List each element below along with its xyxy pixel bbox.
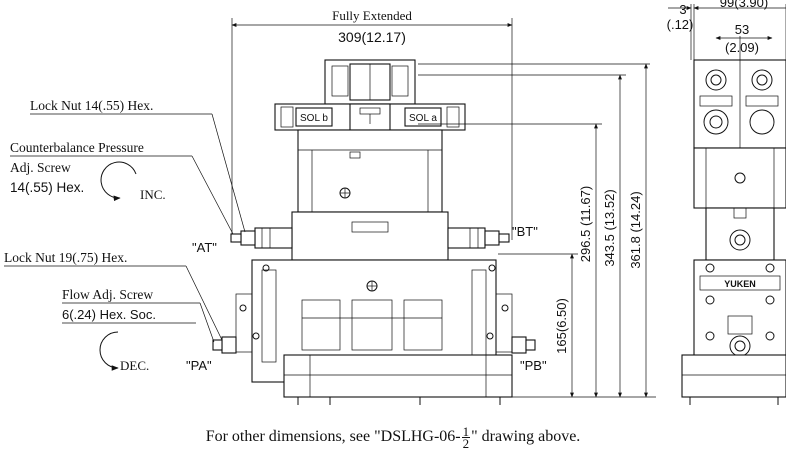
inc-label: INC. xyxy=(140,187,166,202)
dim-3-in-label: (.12) xyxy=(667,17,694,32)
sub-plate xyxy=(283,354,513,398)
port-pa-label: "PA" xyxy=(186,358,212,373)
dim-343-label: 343.5 (13.52) xyxy=(602,189,617,266)
dim-361-label: 361.8 (14.24) xyxy=(628,191,643,268)
caption-text-before: For other dimensions, see "DSLHG-06- xyxy=(205,428,461,446)
flow-adj-label-2: 6(.24) Hex. Soc. xyxy=(62,307,156,322)
sol-b-label: SOL b xyxy=(300,113,328,124)
sol-a-label: SOL a xyxy=(409,113,437,124)
inc-rotation-arrow-icon xyxy=(100,161,137,202)
dim-3-label: 3 xyxy=(679,2,686,17)
flow-adj-label-1: Flow Adj. Screw xyxy=(62,287,153,302)
port-at-label: "AT" xyxy=(192,240,217,255)
dim-99-label: 99(3.90) xyxy=(720,0,768,10)
counterbalance-label-1: Counterbalance Pressure xyxy=(10,140,144,155)
lock-nut-top-label: Lock Nut 14(.55) Hex. xyxy=(30,98,153,113)
counterbalance-block xyxy=(291,211,449,261)
caption-text-after: " drawing above. xyxy=(471,428,581,446)
dec-rotation-arrow-icon xyxy=(99,331,119,371)
dim-296-label: 296.5 (11.67) xyxy=(578,186,593,262)
port-bt-label: "BT" xyxy=(512,224,538,239)
front-view: Fully Extended 309(12.17) SOL b SOL a xyxy=(4,8,656,405)
dim-53-in-label: (2.09) xyxy=(725,40,759,55)
lock-nut-bottom-label: Lock Nut 19(.75) Hex. xyxy=(4,250,127,265)
counterbalance-label-3: 14(.55) Hex. xyxy=(10,180,84,195)
dim-165-label: 165(6.50) xyxy=(554,298,569,354)
counterbalance-label-2: Adj. Screw xyxy=(10,160,71,175)
port-pb-label: "PB" xyxy=(520,358,547,373)
side-view: 3 (.12) 99(3.90) 53 (2.09) YUKEN xyxy=(667,0,786,405)
brand-label: YUKEN xyxy=(724,279,756,289)
overall-width-label: 309(12.17) xyxy=(338,29,406,45)
caption-fraction-numerator: 1 xyxy=(461,424,471,439)
dim-53-label: 53 xyxy=(735,22,749,37)
center-body xyxy=(297,129,443,213)
fully-extended-label: Fully Extended xyxy=(332,8,412,23)
dec-label: DEC. xyxy=(120,358,149,373)
caption-fraction-denominator: 2 xyxy=(462,436,470,451)
